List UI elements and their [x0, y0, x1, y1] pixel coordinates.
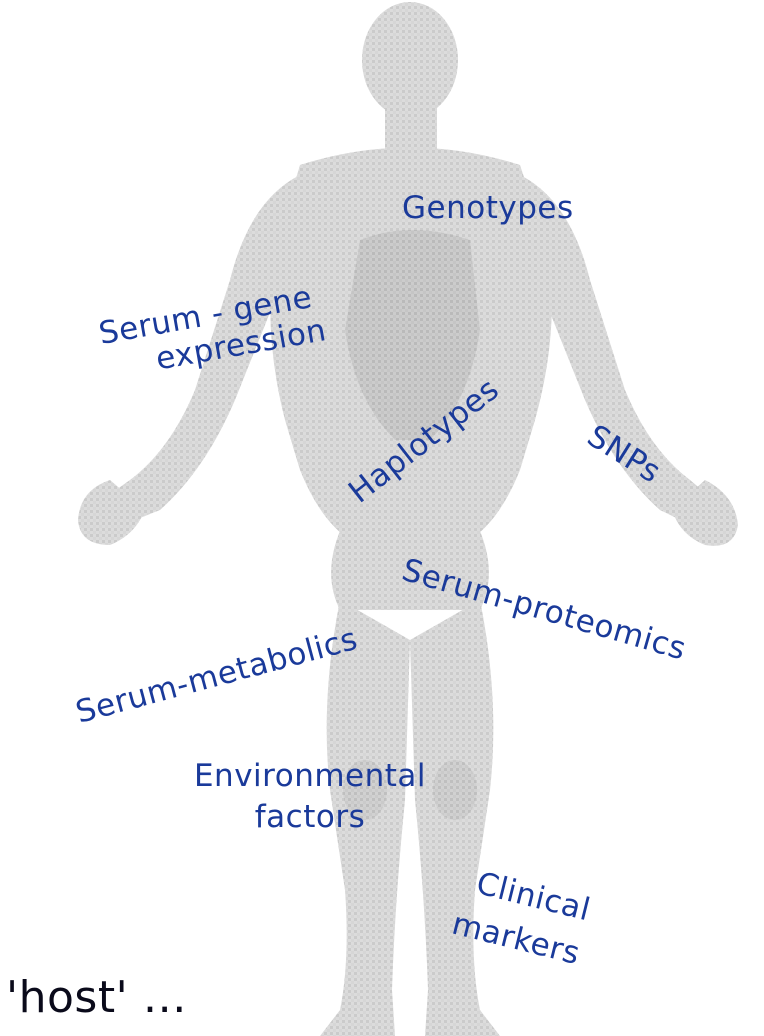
label-environmental-factors-line2: factors	[160, 799, 460, 836]
label-environmental-factors-line1: Environmental	[160, 758, 460, 795]
label-genotypes: Genotypes	[402, 190, 574, 227]
host-caption: 'host' …	[6, 972, 187, 1023]
label-environmental-factors: Environmental factors	[160, 758, 460, 836]
